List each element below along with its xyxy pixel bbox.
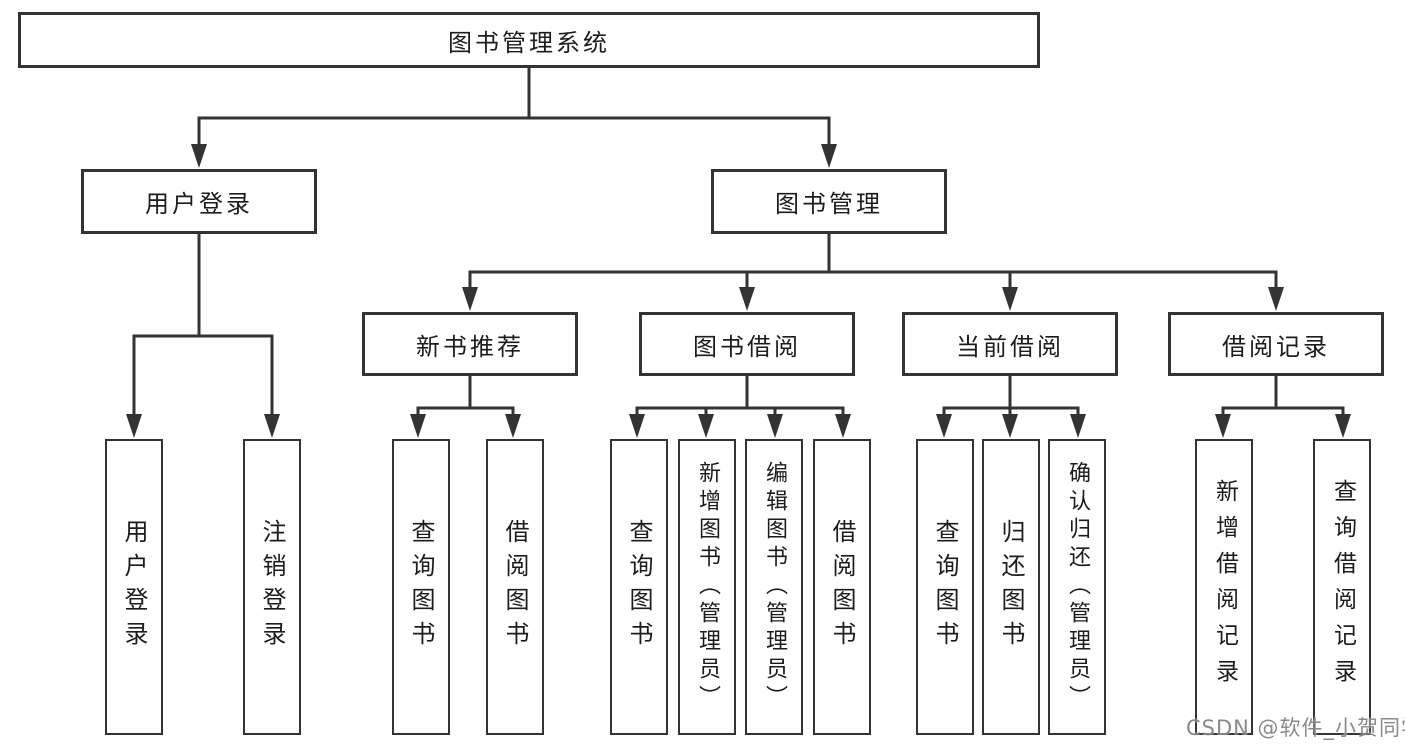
node-current-borrowing: 当前借阅 — [902, 312, 1118, 376]
node-book-management: 图书管理 — [711, 169, 947, 234]
connector-borrowing-records-to-leaves — [1215, 372, 1351, 438]
leaf-logout: 注销登录 — [243, 439, 301, 735]
leaf-label: 新增借阅记录 — [1211, 479, 1238, 695]
leaf-bb-borrow-books: 借阅图书 — [813, 439, 871, 735]
leaf-cb-query-books: 查询图书 — [916, 439, 974, 735]
leaf-label: 确认归还（管理员） — [1065, 461, 1090, 713]
node-borrowing-records: 借阅记录 — [1168, 312, 1384, 376]
leaf-label: 查询图书 — [407, 519, 435, 655]
leaf-cb-confirm-return-admin: 确认归还（管理员） — [1048, 439, 1106, 735]
connector-book-borrowing-to-leaves — [629, 372, 851, 438]
node-book-borrowing: 图书借阅 — [639, 312, 855, 376]
leaf-bb-add-books-admin: 新增图书（管理员） — [678, 439, 736, 735]
connector-current-borrowing-to-leaves — [936, 372, 1086, 438]
leaf-label: 新增图书（管理员） — [695, 461, 720, 713]
leaf-br-add-borrow-record: 新增借阅记录 — [1195, 439, 1253, 735]
connector-book-management-to-level3 — [462, 230, 1284, 311]
leaf-bb-edit-books-admin: 编辑图书（管理员） — [745, 439, 803, 735]
leaf-label: 借阅图书 — [501, 519, 529, 655]
leaf-label: 查询图书 — [931, 519, 959, 655]
leaf-label: 查询借阅记录 — [1329, 479, 1356, 695]
node-root: 图书管理系统 — [18, 12, 1040, 68]
leaf-label: 查询图书 — [625, 519, 653, 655]
leaf-label: 用户登录 — [120, 519, 148, 655]
leaf-label: 注销登录 — [258, 519, 286, 655]
connector-user-login-to-leaves — [126, 230, 280, 438]
connector-new-book-recommendation-to-leaves — [410, 372, 521, 438]
node-user-login: 用户登录 — [81, 169, 317, 234]
leaf-br-query-borrow-record: 查询借阅记录 — [1313, 439, 1371, 735]
leaf-nb-borrow-books: 借阅图书 — [486, 439, 544, 735]
leaf-label: 借阅图书 — [828, 519, 856, 655]
node-new-book-recommendation: 新书推荐 — [362, 312, 578, 376]
connector-root-to-level2 — [191, 64, 837, 168]
leaf-label: 归还图书 — [997, 519, 1025, 655]
leaf-user-login: 用户登录 — [105, 439, 163, 735]
leaf-cb-return-books: 归还图书 — [982, 439, 1040, 735]
leaf-label: 编辑图书（管理员） — [762, 461, 787, 713]
leaf-nb-query-books: 查询图书 — [392, 439, 450, 735]
leaf-bb-query-books: 查询图书 — [610, 439, 668, 735]
watermark: CSDN @软件_小贺同学 — [1186, 716, 1405, 740]
